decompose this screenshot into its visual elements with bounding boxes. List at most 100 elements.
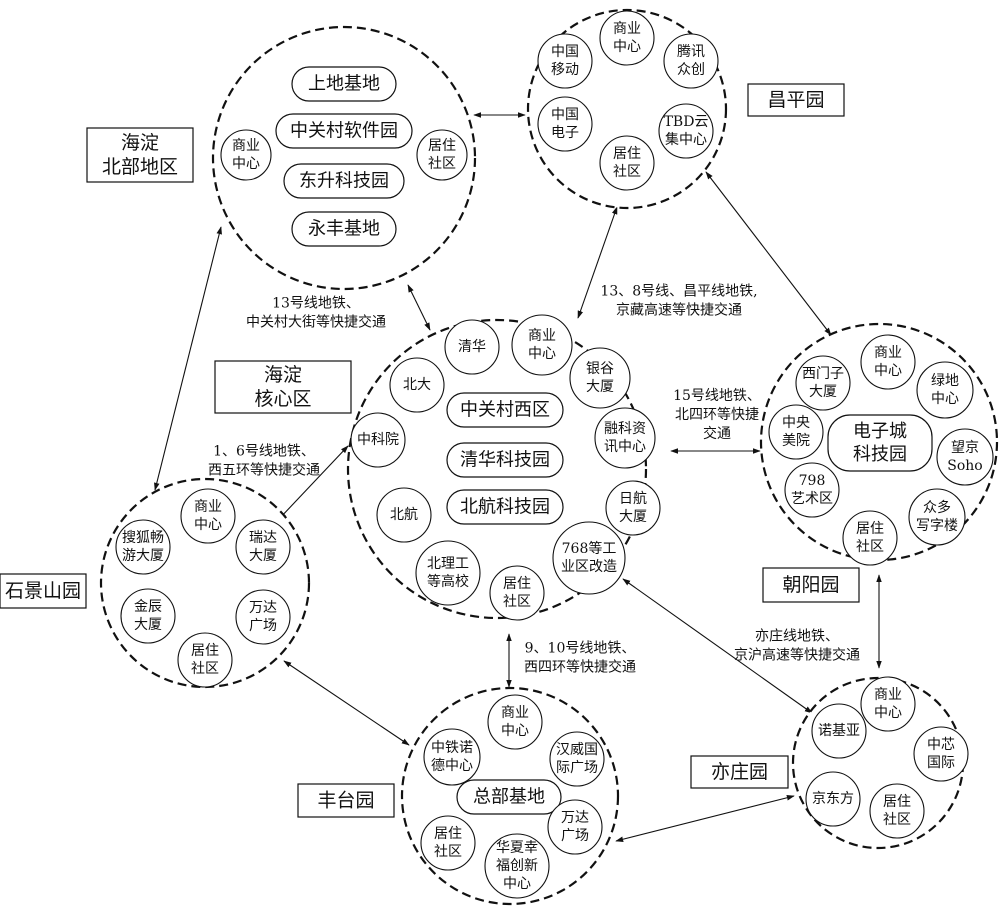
facility-node [537, 96, 593, 152]
park-name-frame [747, 83, 845, 117]
facility-node-label: 游大厦 [122, 548, 164, 564]
connection-label-line: 西五环等快捷交通 [208, 462, 320, 479]
park-chaoyang: 电子城科技园商业中心绿地中心望京Soho众多写字楼居住社区798艺术区中央美院西… [759, 322, 999, 566]
park-name-frame [690, 755, 789, 789]
facility-node-label: 商业 [528, 328, 556, 344]
facility-node-label: 社区 [434, 844, 462, 860]
facility-node-label: 北大 [403, 377, 431, 393]
facility-node-label: 中央 [782, 415, 810, 431]
park-name-frame [86, 127, 194, 183]
facility-node-label: 华夏幸 [496, 840, 538, 856]
facility-node-label: 中心 [194, 517, 222, 533]
park-name: 核心区 [254, 388, 311, 410]
facility-node-label: 中国 [551, 44, 579, 60]
connection-arrow-fengtai-yizhuang [615, 795, 795, 842]
facility-node-label: 众创 [677, 62, 705, 78]
park-name: 石景山园 [5, 580, 81, 602]
facility-node-label: 中铁诺 [431, 740, 473, 756]
facility-node-label: 集中心 [665, 131, 707, 148]
facility-node-label: 北理工 [427, 556, 469, 572]
facility-node [594, 407, 656, 469]
facility-node-label: 商业 [874, 687, 902, 703]
facility-node [115, 519, 171, 575]
facility-node [549, 731, 605, 787]
facility-node-label: 768等工 [562, 540, 617, 557]
facility-node-label: 中心 [874, 363, 902, 379]
facility-node-label: 业区改造 [561, 559, 617, 575]
facility-node-label: 社区 [191, 661, 219, 677]
facility-node-label: 中心 [613, 39, 641, 55]
facility-node-label: 瑞达 [249, 530, 277, 546]
facility-node [908, 488, 966, 546]
facility-node [415, 540, 481, 606]
connection-arrow-haidian_north-haidian_core [407, 284, 431, 331]
park-name-box-chaoyang: 朝阳园 [762, 567, 860, 603]
facility-node [120, 588, 176, 644]
facility-node-label: 社区 [428, 156, 456, 172]
zone-pill [456, 779, 562, 815]
facility-node-label: TBD云 [664, 114, 709, 130]
zone-pill [446, 489, 564, 525]
facility-node [423, 728, 481, 786]
zone-pill [283, 163, 405, 199]
facility-node-label: 商业 [501, 705, 529, 721]
facility-node-label: 中芯 [927, 737, 955, 753]
facility-node [235, 519, 291, 575]
zone-pill-label: 中关村软件园 [290, 121, 398, 142]
facility-node-label: 商业 [874, 345, 902, 361]
facility-node-label: 居住 [434, 826, 462, 842]
facility-node [605, 480, 661, 536]
facility-node [220, 129, 272, 181]
connection-arrow-changping-haidian_core [577, 206, 618, 319]
facility-node [537, 33, 593, 89]
zone-pill-label: 电子城 [853, 421, 907, 442]
connection-label: 9、10号线地铁、西四环等快捷交通 [524, 641, 636, 676]
facility-node-label: 中心 [931, 391, 959, 407]
facility-node-label: 居住 [613, 146, 641, 162]
zone-pill-label: 中关村西区 [460, 400, 550, 421]
connection-label-line: 1、6号线地铁、 [213, 444, 315, 460]
park-changping: 商业中心腾讯众创TBD云集中心居住社区中国电子中国移动 [526, 8, 728, 210]
connection-label-line: 京藏高速等快捷交通 [616, 302, 742, 319]
facility-node [484, 833, 550, 899]
facility-node-label: 居住 [856, 521, 884, 537]
connection-label-line: 京沪高速等快捷交通 [734, 647, 860, 664]
zone-pill [291, 211, 397, 247]
connection-arrow-shijingshan-fengtai [283, 660, 410, 746]
facility-node-label: 社区 [613, 164, 641, 180]
facility-node-label: 商业 [194, 499, 222, 515]
facility-node [416, 129, 468, 181]
park-name: 海淀 [264, 364, 302, 386]
zone-pill [291, 66, 397, 102]
connection-arrow-haidian_core-yizhuang [622, 578, 813, 714]
facility-node [180, 488, 236, 544]
facility-node-label: 社区 [503, 594, 531, 610]
facility-node-label: 中心 [874, 705, 902, 721]
facility-node-label: 中科院 [357, 432, 399, 448]
facility-node [420, 815, 476, 871]
facility-node-label: 众多 [923, 499, 951, 516]
facility-node-label: 福创新 [496, 858, 538, 874]
facility-node-label: 绿地 [931, 373, 959, 389]
facility-node-label: 讯中心 [604, 439, 646, 455]
facility-node-label: 中国 [551, 107, 579, 123]
facility-node-label: 居住 [883, 794, 911, 810]
park-name-box-fengtai: 丰台园 [297, 783, 395, 818]
park-name-frame [762, 567, 860, 603]
facility-node-label: 北航 [390, 507, 418, 523]
connection-label-line: 交通 [703, 425, 731, 442]
facility-node-label: 居住 [428, 138, 456, 154]
facility-node-label: 中心 [503, 876, 531, 892]
connection-label: 亦庄线地铁、京沪高速等快捷交通 [734, 628, 860, 664]
facility-node [913, 726, 969, 782]
facility-node-label: 日航 [619, 491, 647, 507]
connection-label-line: 西四环等快捷交通 [524, 659, 636, 676]
facility-node-label: 中心 [528, 346, 556, 362]
facility-node-label: 大厦 [809, 384, 837, 400]
facility-node [842, 510, 898, 566]
connection-label: 13号线地铁、中关村大街等快捷交通 [246, 296, 386, 331]
